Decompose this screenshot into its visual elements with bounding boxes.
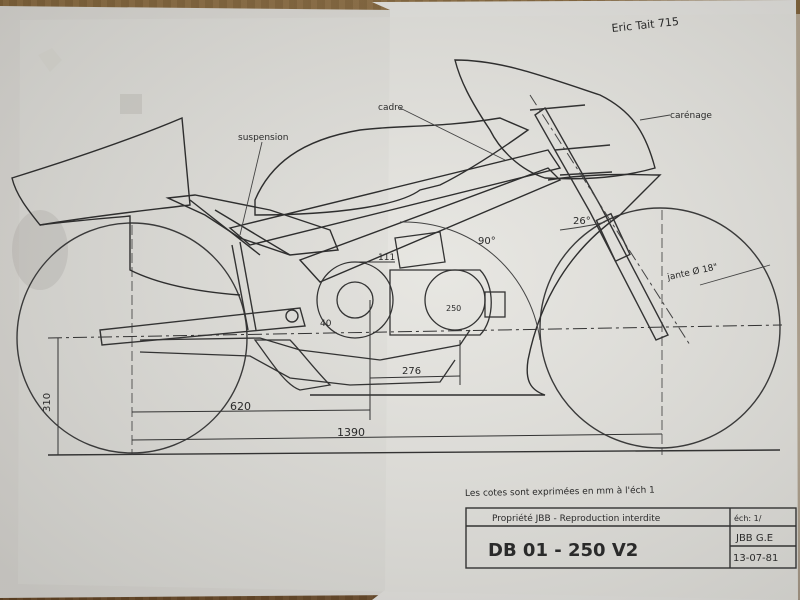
label-suspension: suspension [238, 133, 288, 143]
engine-head [394, 231, 446, 269]
fork-top-clamp [559, 171, 613, 176]
carburettor [484, 291, 506, 318]
leader-jante [699, 264, 771, 286]
ground-line [47, 449, 781, 456]
angle-arc-90 [399, 221, 541, 341]
leader-cadre [399, 107, 506, 161]
label-cadre: cadre [378, 103, 404, 113]
subframe-strut [189, 199, 261, 256]
smudge-corner [38, 48, 62, 72]
shock-absorber-2 [239, 241, 257, 331]
title-block-scale: éch: 1/ [734, 513, 762, 523]
dim-620-value: 620 [230, 400, 251, 413]
tail-under [39, 215, 241, 296]
leader-carenage [639, 114, 671, 121]
title-block-date: 13-07-81 [733, 553, 778, 564]
front-wheel [539, 207, 781, 449]
title-block-author: JBB G.E [735, 533, 773, 544]
dim-1390-line [131, 433, 663, 441]
fuel-tank [254, 117, 530, 216]
swingarm-pivot [285, 309, 299, 323]
leader-suspension [239, 141, 263, 236]
dim-40-value: 40 [320, 319, 332, 329]
title-block-frame [465, 507, 797, 569]
fork-slider [595, 212, 631, 263]
title-block-drawing-title: DB 01 - 250 V2 [488, 540, 638, 561]
dim-250-value: 250 [446, 304, 461, 313]
angle-arc-26 [559, 221, 606, 231]
dim-276-line [369, 375, 461, 379]
dim-276-value: 276 [402, 366, 421, 377]
tail-section [11, 116, 191, 226]
footnote: Les cotes sont exprimées en mm à l'éch 1 [465, 485, 655, 499]
dim-111-value: 111 [378, 253, 395, 263]
title-block-property: Propriété JBB - Reproduction interdite [492, 513, 661, 524]
label-angle-90: 90° [478, 236, 496, 247]
swingarm [99, 307, 306, 346]
steering-axis-line [529, 94, 691, 346]
engine-crank-inner [336, 281, 374, 319]
dim-620-line [131, 409, 371, 413]
label-carenage: carénage [670, 110, 712, 121]
exhaust-lower [139, 351, 456, 386]
fork-left [534, 106, 669, 341]
seat-subframe [165, 194, 339, 256]
exhaust-upper [139, 329, 471, 361]
smudge-left [12, 210, 68, 290]
exhaust-expansion [253, 339, 332, 391]
shock-absorber [231, 244, 249, 331]
subframe-strut-2 [214, 209, 291, 256]
label-angle-26: 26° [573, 216, 591, 227]
frame-down [298, 167, 562, 283]
dim-1390-value: 1390 [337, 426, 365, 439]
smudge-top [120, 94, 142, 114]
dim-310-value: 310 [42, 393, 53, 412]
title-block [465, 507, 797, 569]
wheel-axis-line [47, 324, 783, 339]
fairing-lower [310, 173, 662, 396]
engine-cylinders [389, 269, 492, 336]
